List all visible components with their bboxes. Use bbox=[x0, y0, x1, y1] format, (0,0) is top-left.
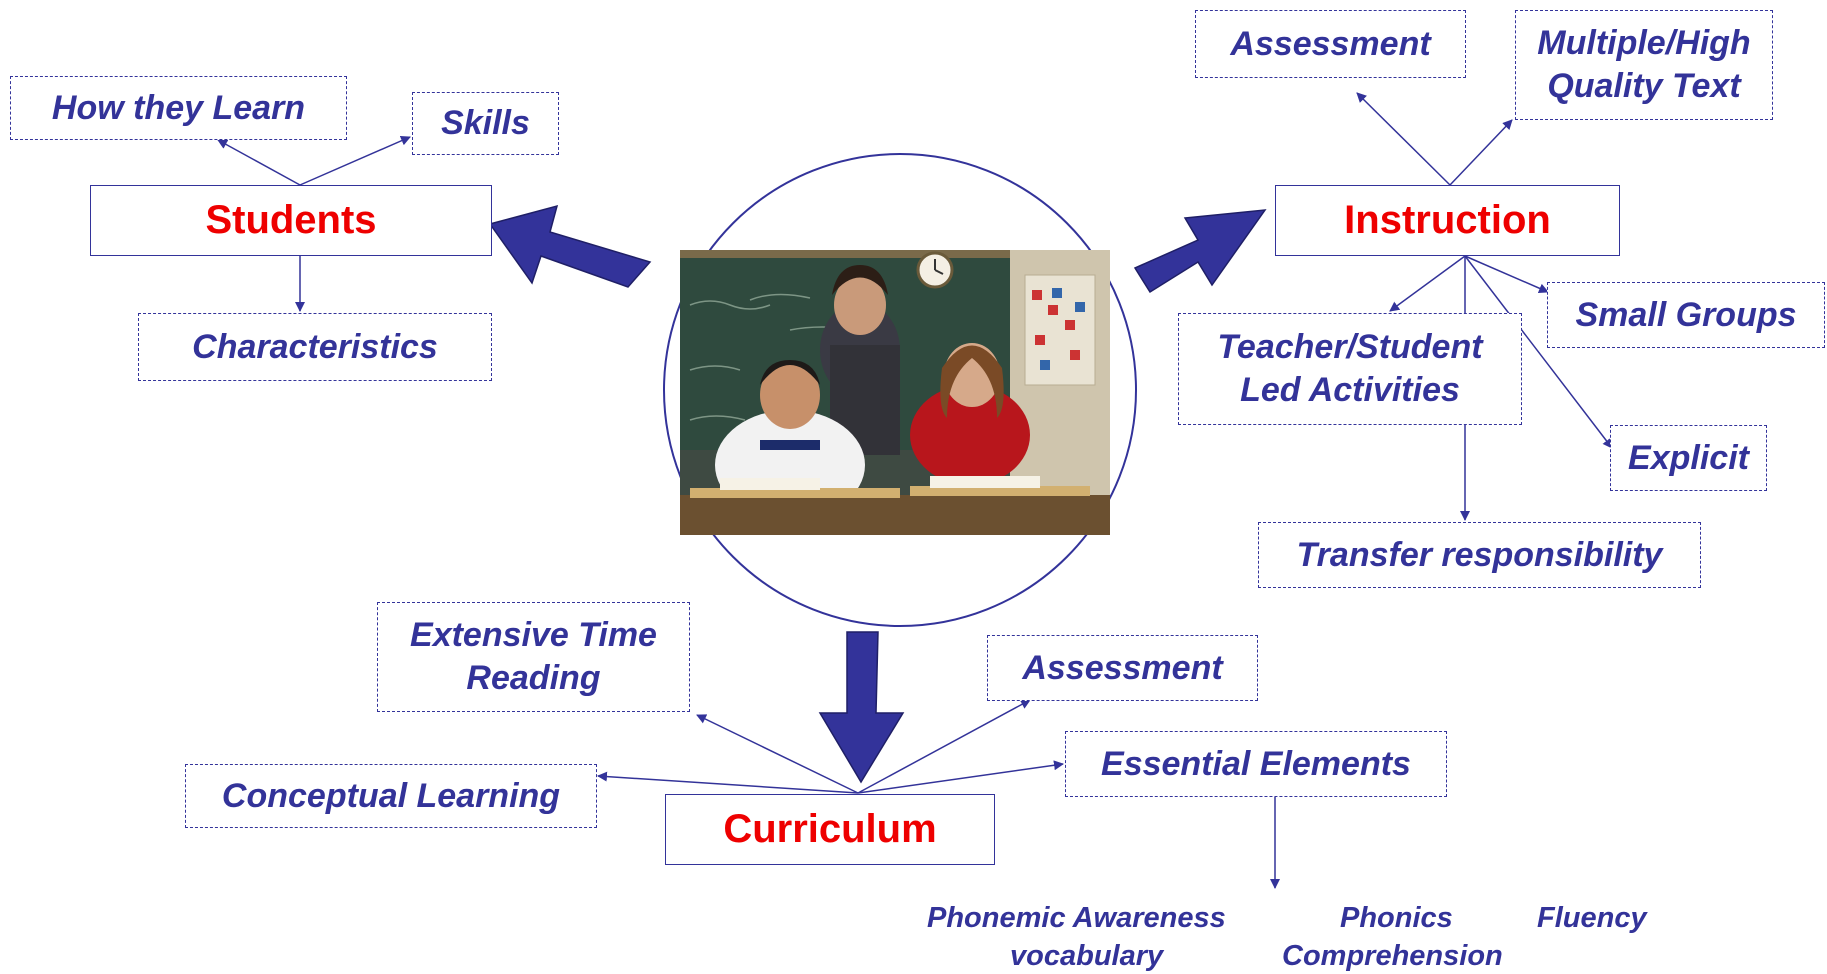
multiple-high-quality-text-label: Multiple/High Quality Text bbox=[1537, 24, 1751, 105]
extensive-time-reading-label: Extensive Time Reading bbox=[410, 616, 657, 697]
teacher-student-led-box: Teacher/Student Led Activities bbox=[1178, 313, 1522, 425]
instruction-connectors bbox=[1356, 92, 1613, 521]
classroom-photo bbox=[680, 250, 1110, 535]
characteristics-box: Characteristics bbox=[138, 313, 492, 381]
students-label: Students bbox=[205, 198, 377, 242]
arrow-to-students bbox=[488, 204, 652, 288]
arrow-to-curriculum bbox=[818, 631, 905, 784]
arrow-to-instruction bbox=[1133, 209, 1267, 294]
phonics-text: Phonics bbox=[1340, 902, 1453, 934]
skills-label: Skills bbox=[441, 104, 530, 142]
essential-elements-label: Essential Elements bbox=[1101, 744, 1411, 783]
instruction-assessment-box: Assessment bbox=[1195, 10, 1466, 78]
explicit-box: Explicit bbox=[1610, 425, 1767, 491]
skills-box: Skills bbox=[412, 92, 559, 155]
instruction-assessment-label: Assessment bbox=[1230, 24, 1431, 63]
curriculum-assessment-label: Assessment bbox=[1022, 648, 1223, 687]
small-groups-box: Small Groups bbox=[1547, 282, 1825, 348]
students-box: Students bbox=[90, 185, 492, 256]
vocabulary-text: vocabulary bbox=[1010, 940, 1164, 972]
essential-elements-box: Essential Elements bbox=[1065, 731, 1447, 797]
curriculum-assessment-box: Assessment bbox=[987, 635, 1258, 701]
comprehension-text: Comprehension bbox=[1282, 940, 1503, 972]
how-they-learn-box: How they Learn bbox=[10, 76, 347, 140]
transfer-responsibility-label: Transfer responsibility bbox=[1296, 535, 1663, 574]
curriculum-connectors bbox=[597, 699, 1280, 889]
fluency-text: Fluency bbox=[1537, 902, 1647, 934]
small-groups-label: Small Groups bbox=[1575, 295, 1797, 334]
how-they-learn-label: How they Learn bbox=[51, 88, 306, 127]
teacher-student-led-label: Teacher/Student Led Activities bbox=[1217, 328, 1483, 409]
extensive-time-reading-box: Extensive Time Reading bbox=[377, 602, 690, 712]
curriculum-box: Curriculum bbox=[665, 794, 995, 865]
instruction-label: Instruction bbox=[1344, 198, 1551, 242]
instruction-box: Instruction bbox=[1275, 185, 1620, 256]
characteristics-label: Characteristics bbox=[192, 327, 438, 366]
conceptual-learning-box: Conceptual Learning bbox=[185, 764, 597, 828]
students-connectors bbox=[217, 136, 411, 312]
multiple-high-quality-text-box: Multiple/High Quality Text bbox=[1515, 10, 1773, 120]
transfer-responsibility-box: Transfer responsibility bbox=[1258, 522, 1701, 588]
phonemic-awareness-text: Phonemic Awareness bbox=[927, 902, 1226, 934]
conceptual-learning-label: Conceptual Learning bbox=[221, 776, 561, 815]
explicit-label: Explicit bbox=[1628, 438, 1749, 477]
curriculum-label: Curriculum bbox=[723, 807, 937, 851]
